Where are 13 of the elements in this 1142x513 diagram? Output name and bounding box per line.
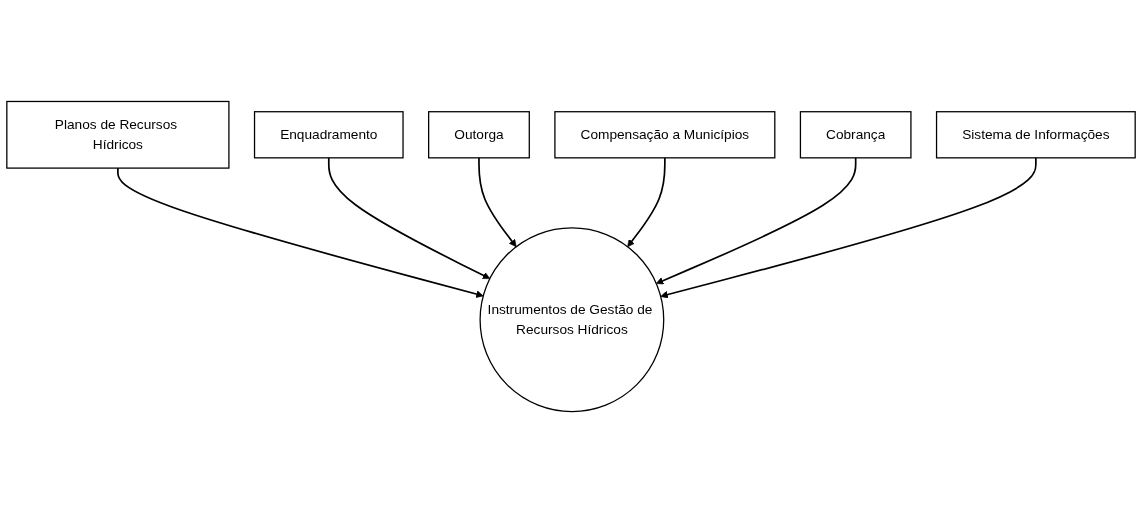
arrow bbox=[478, 157, 517, 248]
arrow bbox=[327, 157, 491, 279]
node-box: Enquadramento bbox=[253, 111, 404, 159]
node-box: Outorga bbox=[428, 111, 530, 159]
arrow bbox=[660, 157, 1037, 299]
node-box: Cobrança bbox=[799, 111, 912, 159]
arrow bbox=[655, 157, 857, 285]
node-box: Compensação a Municípios bbox=[554, 111, 776, 159]
node-circle: Instrumentos de Gestão de Recursos Hídricos bbox=[479, 227, 665, 413]
arrow bbox=[117, 167, 484, 298]
node-box: Sistema de Informações bbox=[935, 111, 1136, 159]
node-box: Planos de Recursos Hídricos bbox=[6, 100, 230, 169]
arrow bbox=[627, 157, 666, 248]
